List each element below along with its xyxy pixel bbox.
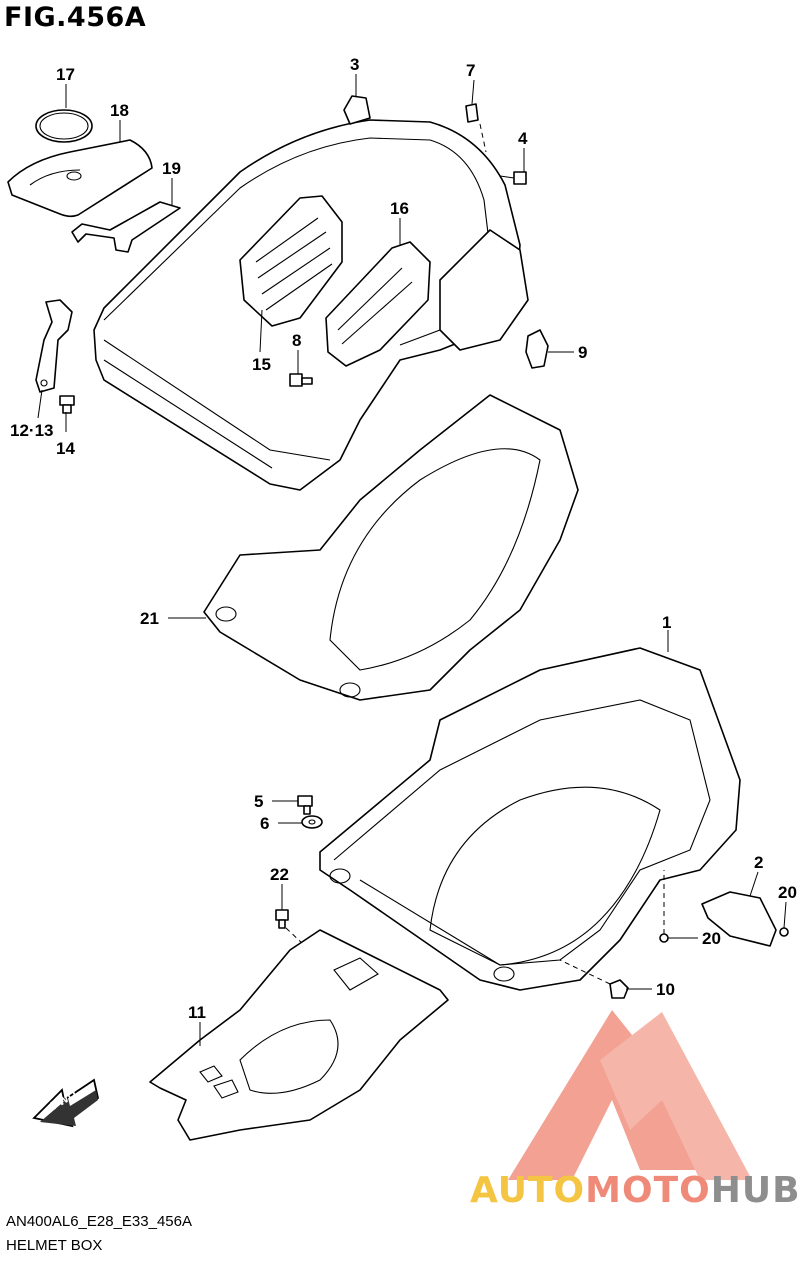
part-1-helmet-box xyxy=(319,647,741,991)
part-21-liner xyxy=(203,394,579,701)
part-20-screw-a xyxy=(659,933,669,943)
part-19-bracket xyxy=(71,201,181,253)
callout-2: 2 xyxy=(754,853,763,872)
callout-4: 4 xyxy=(518,129,528,148)
callout-22: 22 xyxy=(270,865,289,884)
callout-3: 3 xyxy=(350,55,359,74)
callout-21: 21 xyxy=(140,609,159,628)
figure-code: AN400AL6_E28_E33_456A xyxy=(6,1213,192,1230)
callout-10: 10 xyxy=(656,980,675,999)
part-18-cover xyxy=(7,139,153,218)
part-11-undercover xyxy=(149,929,449,1141)
callout-7: 7 xyxy=(466,61,475,80)
fwd-arrow: FWD xyxy=(32,1078,100,1128)
callout-11: 11 xyxy=(188,1003,206,1022)
part-4-screw xyxy=(499,171,527,185)
part-17-oring xyxy=(35,109,93,143)
callout-16: 16 xyxy=(390,199,409,218)
watermark-part-moto: MOTO xyxy=(585,1170,711,1211)
callout-14: 14 xyxy=(56,439,75,458)
watermark-part-hub: HUB xyxy=(710,1170,800,1211)
part-5-bolt xyxy=(297,795,313,815)
callout-5: 5 xyxy=(254,792,263,811)
part-9-clamp xyxy=(525,329,549,369)
callout-8: 8 xyxy=(292,331,301,350)
callout-20-left: 20 xyxy=(702,929,721,948)
callout-20-right: 20 xyxy=(778,883,797,902)
callout-19: 19 xyxy=(162,159,181,178)
callout-1: 1 xyxy=(662,613,671,632)
part-2-cover xyxy=(701,891,777,947)
part-7-clip xyxy=(465,103,479,123)
callout-17: 17 xyxy=(56,65,75,84)
watermark-logo xyxy=(508,1010,752,1180)
callout-12-13: 12·13 xyxy=(10,421,53,440)
watermark-brand: AUTOMOTOHUB xyxy=(470,1170,800,1211)
part-8-bolt xyxy=(289,373,313,387)
part-12-13-stay xyxy=(35,299,73,393)
figure-caption: HELMET BOX xyxy=(6,1237,103,1254)
part-20-screw-b xyxy=(779,927,789,937)
part-14-screw xyxy=(59,395,75,414)
part-10-nut xyxy=(609,979,629,999)
part-6-washer xyxy=(301,815,323,829)
figure-title: FIG.456A xyxy=(4,2,147,33)
watermark-part-auto: AUTO xyxy=(470,1170,586,1211)
callout-6: 6 xyxy=(260,814,269,833)
callout-9: 9 xyxy=(578,343,587,362)
callout-15: 15 xyxy=(252,355,271,374)
callout-18: 18 xyxy=(110,101,129,120)
part-15-helmet-tray xyxy=(93,95,529,491)
